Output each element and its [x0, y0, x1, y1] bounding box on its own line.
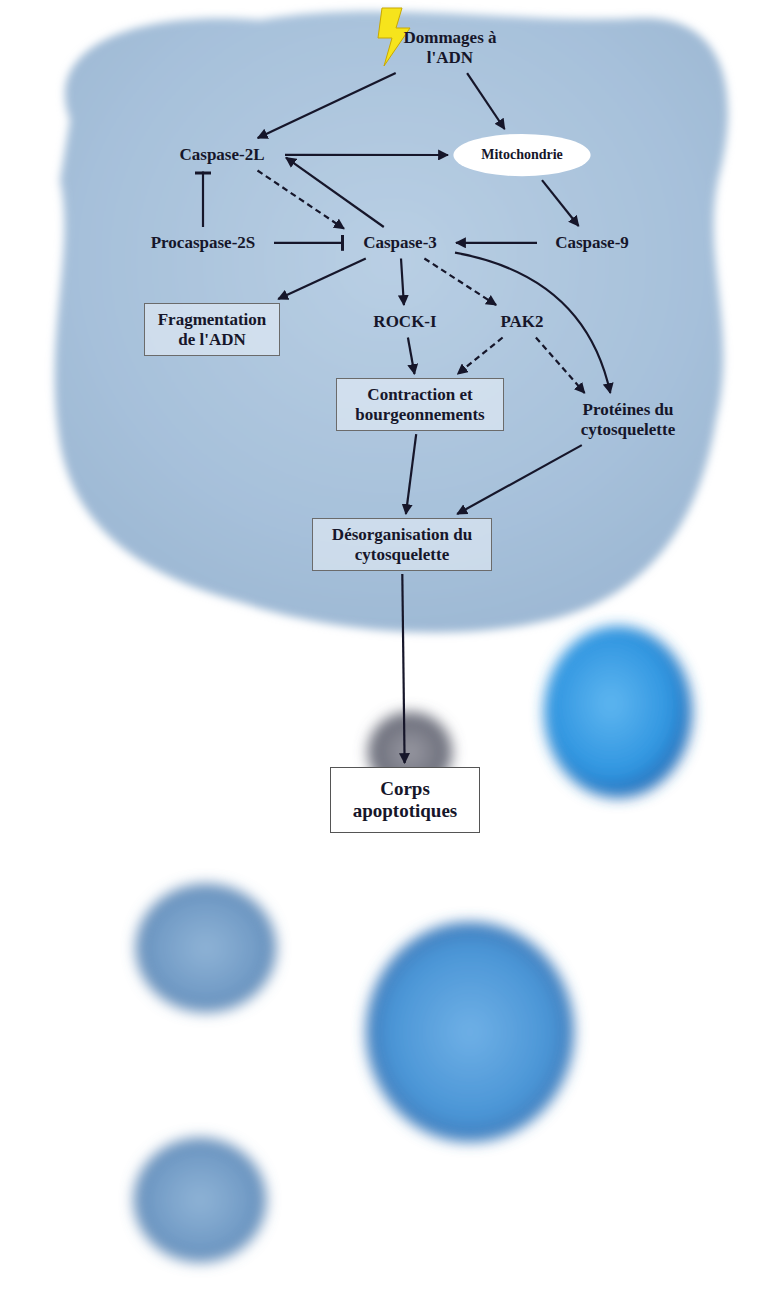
node-text: Procaspase-2S — [141, 233, 265, 253]
result-box: Corps apoptotiques — [330, 767, 480, 833]
activation-arrow — [408, 338, 415, 375]
label-node: ROCK-I — [365, 309, 445, 335]
node-text: Désorganisation du cytosquelette — [321, 525, 483, 564]
inhibition-line — [274, 242, 344, 244]
activation-arrow — [455, 253, 610, 393]
apoptotic-body — [136, 884, 276, 1012]
node-text: Corps apoptotiques — [341, 778, 469, 822]
label-node: Caspase-3 — [348, 230, 452, 256]
dashed-arrow — [458, 338, 503, 375]
dashed-arrow — [424, 259, 496, 306]
activation-arrow — [278, 259, 366, 300]
activation-arrow — [542, 180, 579, 226]
node-text: Caspase-9 — [546, 233, 638, 253]
activation-arrow — [456, 242, 537, 244]
label-node: PAK2 — [490, 309, 554, 335]
activation-arrow — [402, 574, 404, 763]
cell-outline — [55, 11, 728, 632]
activation-arrow — [258, 73, 396, 138]
apoptotic-body — [134, 1138, 266, 1262]
process-box: Contraction et bourgeonnements — [336, 378, 504, 431]
activation-arrow — [286, 158, 384, 227]
label-node: Caspase-2L — [162, 142, 282, 168]
apoptotic-body — [544, 626, 692, 798]
label-node: Protéines du cytosquelette — [566, 397, 690, 442]
activation-arrow — [285, 154, 448, 156]
node-text: Protéines du cytosquelette — [572, 400, 684, 439]
process-box: Désorganisation du cytosquelette — [312, 518, 492, 571]
activation-arrow — [457, 445, 582, 514]
node-text: Contraction et bourgeonnements — [345, 385, 495, 424]
inhibition-line — [202, 172, 204, 228]
node-text: Mitochondrie — [462, 147, 582, 163]
label-node: Caspase-9 — [540, 230, 644, 256]
node-text: Dommages à l'ADN — [397, 28, 503, 67]
node-text: Caspase-2L — [168, 145, 276, 165]
dashed-arrow — [258, 171, 345, 229]
node-text: Fragmentation de l'ADN — [153, 310, 271, 349]
node-text: Caspase-3 — [354, 233, 446, 253]
activation-arrow — [406, 434, 416, 514]
label-node: Dommages à l'ADN — [391, 25, 509, 70]
activation-arrow — [467, 73, 505, 129]
apoptotic-body — [366, 922, 574, 1142]
process-box: Fragmentation de l'ADN — [144, 303, 280, 356]
mitochondria-shape — [453, 134, 590, 176]
node-text: PAK2 — [496, 312, 548, 332]
label-node: Procaspase-2S — [135, 230, 271, 256]
node-text: ROCK-I — [371, 312, 439, 332]
dashed-arrow — [536, 338, 585, 394]
organelle-ellipse: Mitochondrie — [452, 133, 592, 177]
activation-arrow — [401, 259, 404, 306]
